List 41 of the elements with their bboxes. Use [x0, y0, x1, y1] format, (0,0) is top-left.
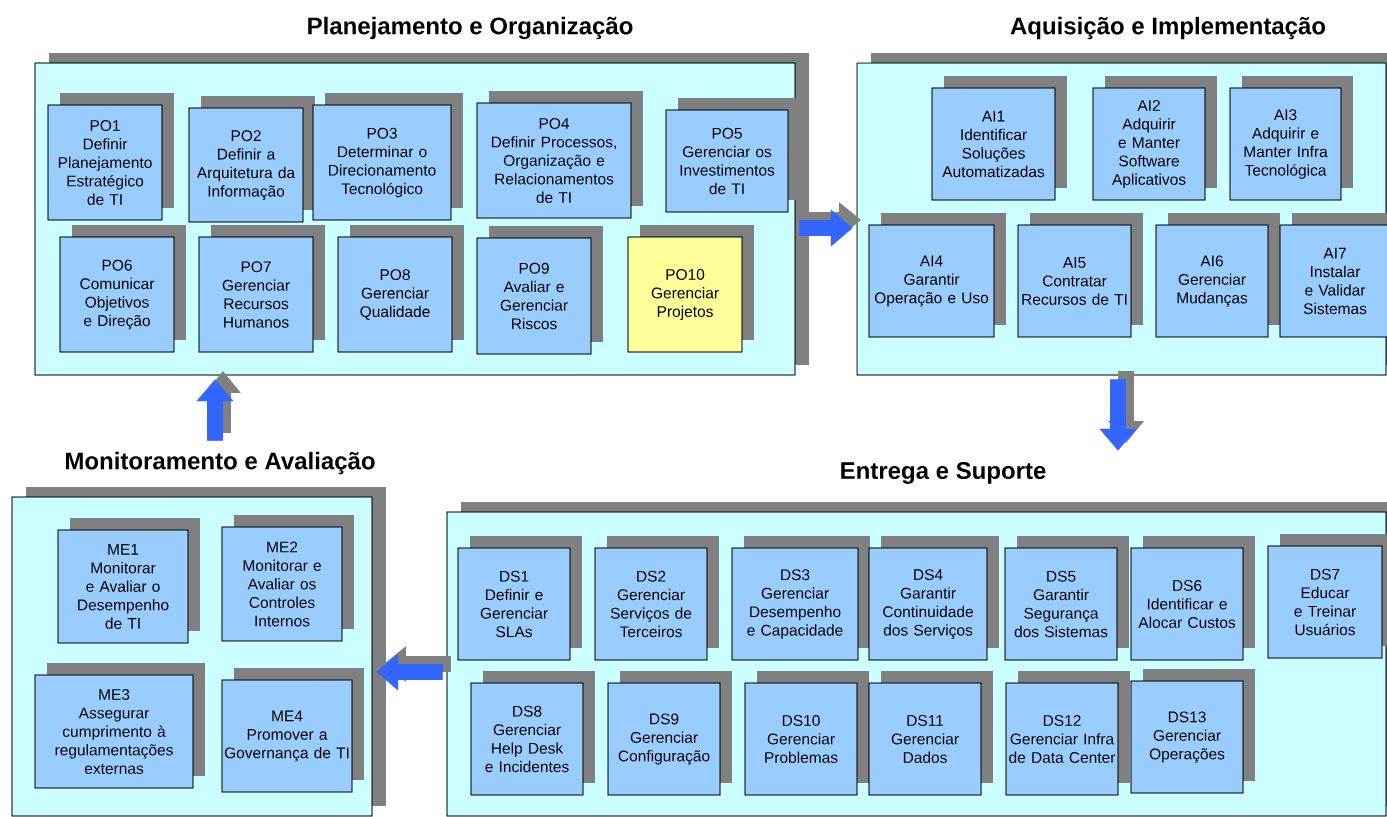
process-box: AI2 Adquirir e Manter Software Aplicativos [1092, 76, 1217, 201]
process-box: AI3 Adquirir e Manter Infra Tecnológica [1229, 76, 1353, 201]
block-arrow [196, 371, 241, 441]
process-box: PO3 Determinar o Direcionamento Tecnológico [312, 93, 463, 221]
process-box: ME1 Monitorar e Avaliar o Desempenho de TI [57, 518, 200, 644]
process-box: AI7 Instalar e Validar Sistemas [1279, 213, 1387, 338]
process-box: DS12 Gerenciar Infra de Data Center [1005, 671, 1130, 796]
process-box: PO4 Definir Processos, Organização e Relacionamentos de TI [476, 91, 643, 219]
panel-title: Planejamento e Organização [308, 16, 633, 40]
process-box: PO5 Gerenciar os Investimentos de TI [665, 98, 800, 213]
process-box: ME4 Promover a Governança de TI [221, 668, 364, 793]
process-box: DS5 Garantir Segurança dos Sistemas [1004, 536, 1129, 661]
node-label: Gerenciar os Investimentos de TI [680, 145, 775, 195]
process-box: AI4 Garantir Operação e Uso [868, 213, 1006, 338]
node-label: PO5 [712, 127, 742, 139]
process-box: ME2 Monitorar e Avaliar os Controles Internos [221, 515, 354, 642]
process-box: DS8 Gerenciar Help Desk e Incidentes [470, 671, 595, 796]
process-box: DS2 Gerenciar Serviços de Terceiros [594, 536, 719, 661]
panel-title: Monitoramento e Avaliação [66, 451, 375, 475]
process-box: PO6 Comunicar Objetivos e Direção [59, 225, 186, 353]
process-box: DS3 Gerenciar Desempenho e Capacidade [731, 536, 870, 661]
process-box: PO2 Definir a Arquitetura da Informação [188, 96, 315, 223]
process-box: AI6 Gerenciar Mudanças [1155, 213, 1280, 338]
process-box: AI5 Contratar Recursos de TI [1017, 213, 1143, 338]
process-box: DS6 Identificar e Alocar Custos [1130, 536, 1255, 661]
process-box: PO1 Definir Planejamento Estratégico de TI [47, 93, 174, 221]
process-box: DS1 Definir e Gerenciar SLAs [457, 536, 582, 661]
process-box: ME3 Assegurar cumprimento à regulamentações externas [34, 663, 205, 789]
panel-title: Aquisição e Implementação [1010, 16, 1326, 40]
process-box: DS7 Educar e Treinar Usuários [1267, 534, 1387, 659]
process-box: AI1 Identificar Soluções Automatizadas [931, 76, 1067, 201]
process-box: DS13 Gerenciar Operações [1130, 669, 1255, 794]
process-box: DS9 Gerenciar Configuração [607, 671, 732, 796]
panel-title: Entrega e Suporte [841, 462, 1046, 484]
process-box: PO10 Gerenciar Projetos [627, 225, 754, 353]
process-box: PO9 Avaliar e Gerenciar Riscos [476, 226, 603, 355]
process-box: PO7 Gerenciar Recursos Humanos [198, 225, 325, 353]
process-box: PO8 Gerenciar Qualidade [337, 225, 464, 353]
process-box: DS11 Gerenciar Dados [868, 671, 993, 796]
process-box: DS4 Garantir Continuidade dos Serviços [868, 536, 999, 661]
process-box: DS10 Gerenciar Problemas [744, 671, 869, 796]
